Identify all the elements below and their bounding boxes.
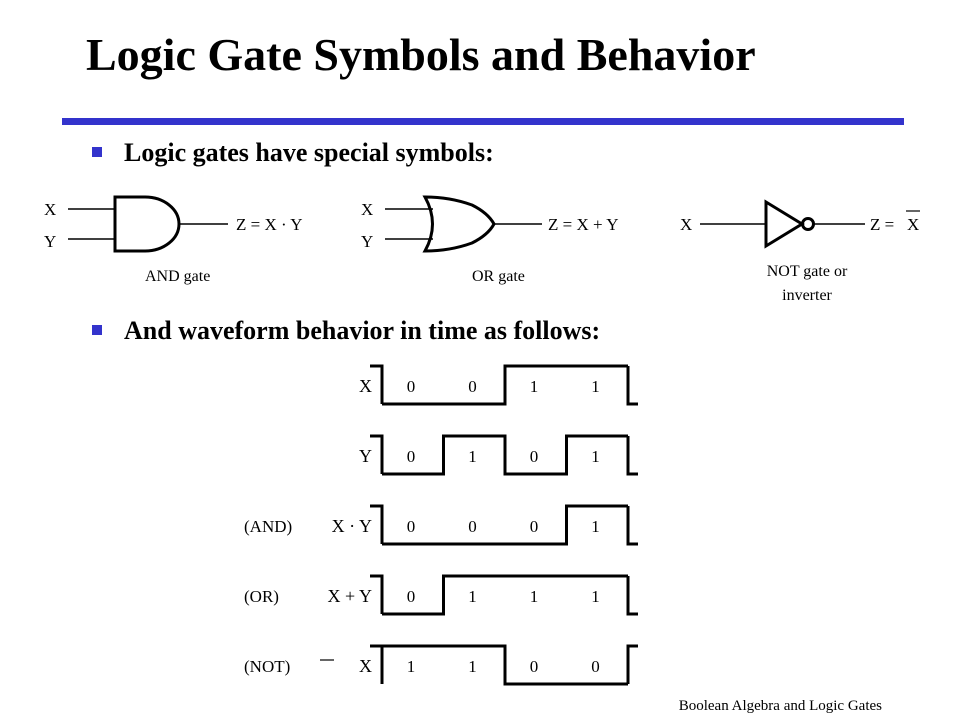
waveform-trace: [382, 364, 628, 406]
bullet-gate-symbols: Logic gates have special symbols:: [92, 138, 494, 168]
waveform-bit-label: 1: [468, 587, 477, 606]
not-input-x: X: [680, 215, 692, 234]
waveform-trace: [382, 434, 628, 476]
waveform-gate-tag: (OR): [244, 587, 279, 606]
waveform-bit-label: 0: [530, 657, 539, 676]
waveform-signal-name: Y: [359, 446, 372, 466]
waveform-bit-label: 0: [468, 517, 477, 536]
and-input-y: Y: [44, 232, 56, 251]
waveform-bit-label: 0: [407, 517, 416, 536]
waveform-bit-label: 0: [591, 657, 600, 676]
or-input-y: Y: [361, 232, 373, 251]
waveform-signal-name: X: [359, 656, 372, 676]
not-gate-label-line1: NOT gate or: [767, 263, 848, 280]
waveform-start-marker: [370, 504, 384, 544]
waveform-signal-name: X: [359, 376, 372, 396]
waveform-bit-label: 1: [468, 447, 477, 466]
bullet-text: Logic gates have special symbols:: [124, 138, 494, 167]
not-gate-symbol: [700, 199, 865, 249]
waveform-bit-label: 0: [407, 447, 416, 466]
waveform-bit-label: 0: [468, 377, 477, 396]
waveform-bit-label: 1: [530, 587, 539, 606]
waveform-bit-label: 0: [407, 377, 416, 396]
waveform-end-marker: [626, 436, 638, 476]
waveform-bit-label: 1: [591, 517, 600, 536]
waveform-end-marker: [626, 644, 638, 684]
waveform-bit-label: 0: [407, 587, 416, 606]
waveform-start-marker: [370, 434, 384, 474]
waveform-start-marker: [370, 574, 384, 614]
footer-text: Boolean Algebra and Logic Gates: [678, 698, 882, 714]
or-output-expression: Z = X + Y: [548, 215, 618, 234]
page-title: Logic Gate Symbols and Behavior: [86, 29, 756, 80]
or-gate-symbol: [385, 195, 542, 253]
and-output-expression: Z = X · Y: [236, 215, 303, 234]
waveform-bit-label: 1: [407, 657, 416, 676]
waveform-bit-label: 0: [530, 517, 539, 536]
waveform-bit-label: 0: [530, 447, 539, 466]
waveform-gate-tag: (AND): [244, 517, 292, 536]
bullet-text: And waveform behavior in time as follows…: [124, 316, 601, 345]
waveform-signal-name: X · Y: [332, 516, 372, 536]
and-gate-symbol: [68, 195, 228, 253]
waveform-trace: [382, 574, 628, 616]
or-gate-label: OR gate: [472, 268, 525, 285]
not-output-var: X: [907, 215, 919, 234]
waveform-bit-label: 1: [591, 587, 600, 606]
title-divider: [62, 118, 904, 125]
waveform-bit-label: 1: [468, 657, 477, 676]
waveform-bit-label: 1: [530, 377, 539, 396]
waveform-signal-name: X + Y: [328, 586, 372, 606]
waveform-trace: [382, 504, 628, 546]
waveform-trace: [382, 644, 628, 686]
not-gate-label-line2: inverter: [782, 287, 832, 304]
not-output-prefix: Z =: [870, 215, 898, 234]
and-gate-label: AND gate: [145, 268, 210, 285]
bullet-square-icon: [92, 325, 102, 336]
waveform-end-marker: [626, 506, 638, 546]
waveform-end-marker: [626, 366, 638, 406]
waveform-gate-tag: (NOT): [244, 657, 290, 676]
or-input-x: X: [361, 200, 373, 219]
waveform-end-marker: [626, 576, 638, 616]
waveform-start-marker: [370, 364, 384, 404]
and-input-x: X: [44, 200, 56, 219]
waveform-bit-label: 1: [591, 447, 600, 466]
bullet-square-icon: [92, 147, 102, 158]
waveform-bit-label: 1: [591, 377, 600, 396]
bullet-waveform: And waveform behavior in time as follows…: [92, 316, 600, 346]
